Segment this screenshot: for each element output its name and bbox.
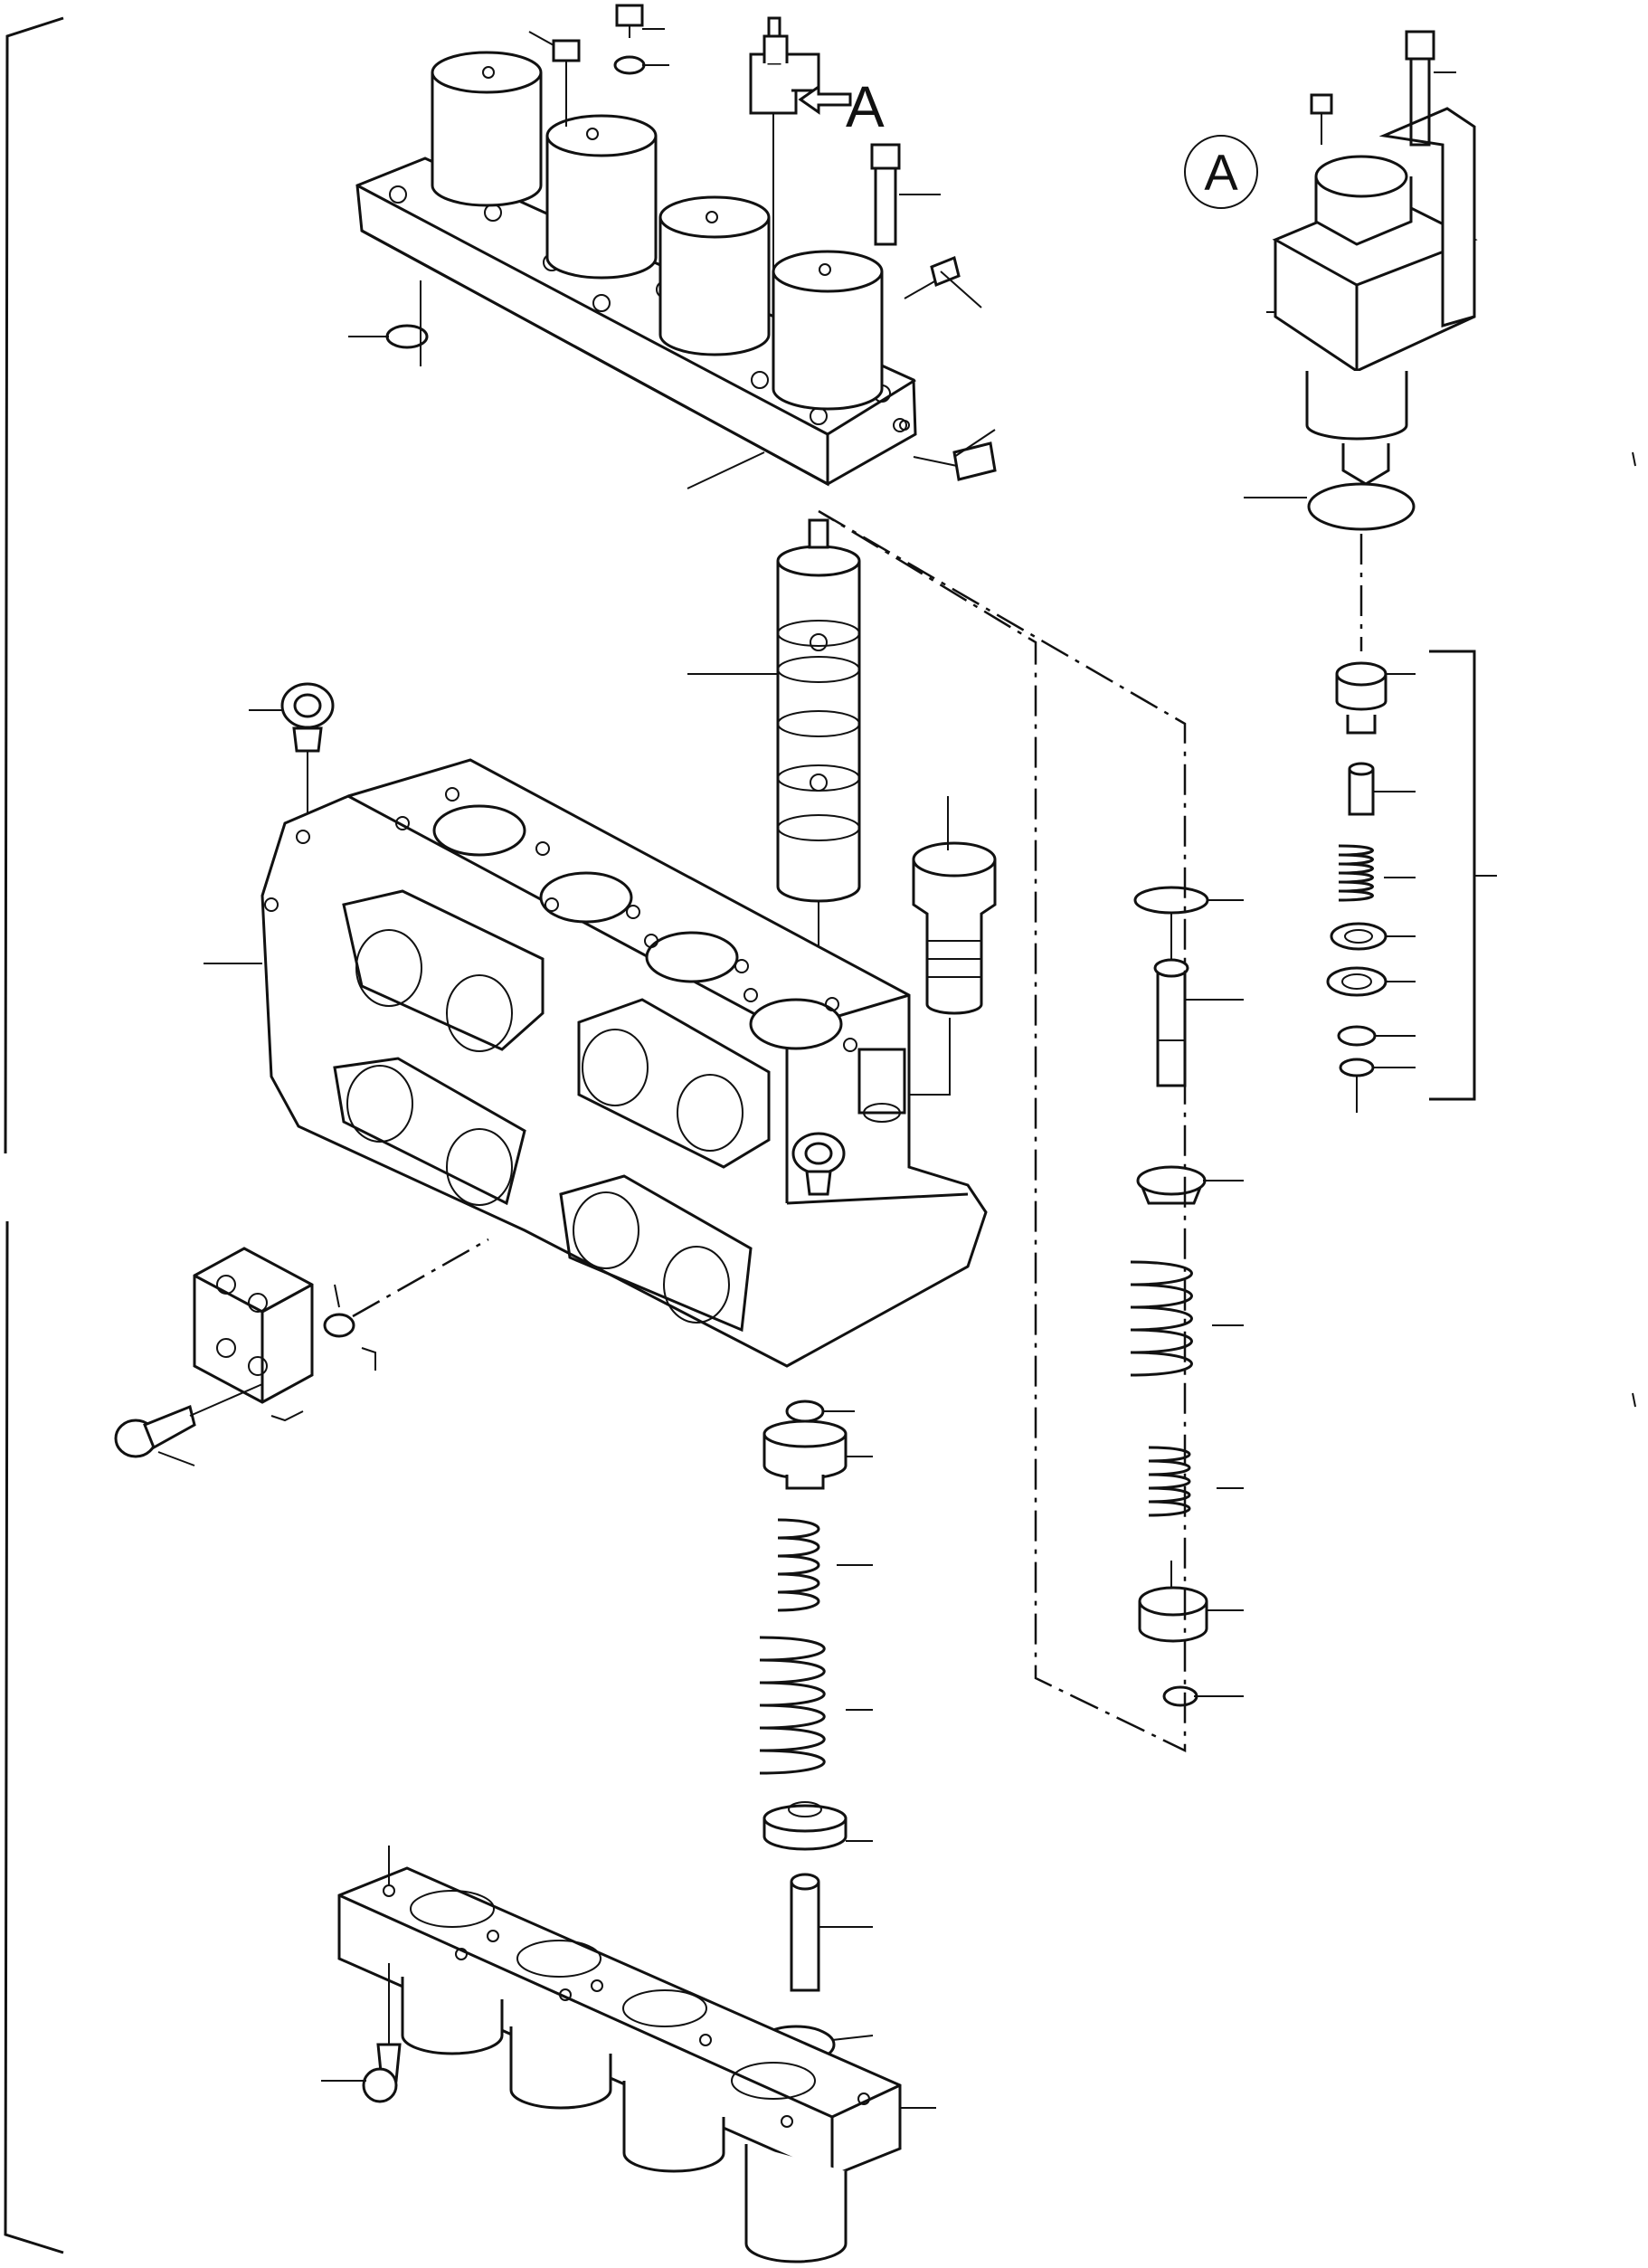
side-cover-plate (193, 1238, 489, 1422)
top-bolts (552, 4, 997, 481)
edge-marks (1632, 451, 1636, 1408)
left-page-bracket (4, 16, 64, 2254)
cover-plate-bolt (114, 1383, 263, 1466)
bottom-end-plate (337, 1846, 936, 2263)
body-flanges (333, 889, 771, 1333)
pilot-valve (749, 16, 820, 353)
lower-spring-stack (756, 1400, 874, 2064)
outer-spring (759, 1636, 873, 1775)
bottom-plate-bolt (321, 1963, 402, 2103)
view-a-label: A (1204, 144, 1238, 201)
solenoid-cylinders (431, 51, 884, 411)
view-a-bolts (1310, 30, 1456, 147)
right-center-stack (1130, 886, 1244, 1707)
inner-spring (777, 1518, 873, 1612)
leader-lines-top (348, 28, 996, 489)
body-ports (264, 787, 857, 1052)
lifting-eye-bolt-body (791, 1132, 846, 1196)
solenoid-plate-assembly: A (355, 4, 997, 487)
main-valve-body (204, 758, 988, 1368)
assembly-routing-line (818, 509, 1187, 1752)
callout-a-label: A (846, 74, 885, 139)
relief-valve-plug (909, 796, 997, 1096)
view-a-detail: A (1184, 30, 1478, 651)
main-spool (687, 518, 861, 986)
view-a-solenoid (1272, 107, 1478, 486)
body-bores (432, 804, 843, 1050)
view-a-sub-stack (1326, 650, 1497, 1113)
lifting-eye-bolt-top (249, 682, 335, 814)
